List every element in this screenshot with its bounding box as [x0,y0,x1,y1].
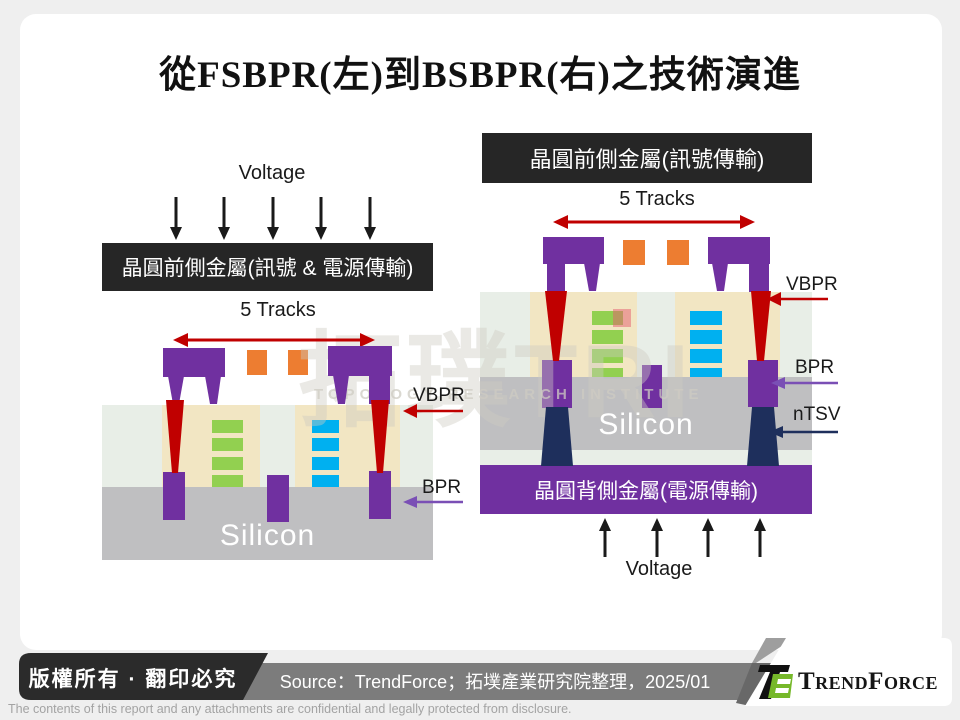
fsbpr-front-metal-label: 晶圓前側金屬(訊號 & 電源傳輸) [121,257,414,280]
bsbpr-front-metal-box: 晶圓前側金屬(訊號傳輸) [482,133,812,183]
bsbpr-bpr-rail [642,365,662,408]
fsbpr-blue-fin [312,475,339,487]
footer-dark-wedge [736,663,772,706]
watermark-pink-square [613,309,631,327]
fsbpr-bpr-label: BPR [422,477,462,498]
bsbpr-green-fin [592,349,623,363]
trendforce-brand-label: TrendForce [798,668,938,695]
bsbpr-back-metal-bar: 晶圓背側金屬(電源傳輸) [480,465,812,514]
fsbpr-gate-square [247,350,267,375]
bsbpr-blue-fin [690,311,722,325]
fsbpr-tracks-label: 5 Tracks [240,299,316,321]
page-title: 從FSBPR(左)到BSBPR(右)之技術演進 [159,55,801,96]
fsbpr-bpr-rail [267,475,289,522]
bsbpr-voltage-label: Voltage [625,558,693,580]
bsbpr-silicon-label: Silicon [598,408,694,441]
bsbpr-blue-fin [690,368,722,377]
fsbpr-green-fin [212,420,243,433]
bsbpr-bpr-rail [748,360,778,407]
fsbpr-green-fin [212,457,243,470]
trendforce-logo-icon [758,665,793,699]
fsbpr-silicon-label: Silicon [219,519,316,552]
fsbpr-gate-square [288,350,308,375]
fsbpr-blue-fin [312,457,339,470]
fsbpr-blue-fin [312,438,339,451]
footer-source-label: Source：TrendForce；拓墣產業研究院整理，2025/01 [279,672,711,692]
fsbpr-green-fin [212,438,243,451]
fsbpr-blue-fin [312,420,339,433]
fsbpr-bpr-rail [163,472,185,520]
bsbpr-tracks-label: 5 Tracks [619,188,695,210]
watermark-subtitle: TOPOLOGY RESEARCH INSTITUTE [314,386,704,403]
footer-copyright-label: 版權所有 · 翻印必究 [28,668,238,691]
bsbpr-blue-fin [690,330,722,344]
fsbpr-bpr-rail [369,471,391,519]
bsbpr-ntsv-label: nTSV [793,404,841,425]
fsbpr-front-metal-box: 晶圓前側金屬(訊號 & 電源傳輸) [102,243,433,291]
fsbpr-voltage-label: Voltage [238,162,306,184]
bsbpr-back-metal-label: 晶圓背側金屬(電源傳輸) [534,479,758,503]
bsbpr-blue-fin [690,349,722,363]
bsbpr-vbpr-label: VBPR [786,274,838,295]
bsbpr-bpr-label: BPR [795,357,835,378]
footer-disclaimer: The contents of this report and any atta… [8,702,572,716]
bsbpr-green-fin [592,330,623,344]
bsbpr-green-fin [592,368,623,377]
bsbpr-front-metal-label: 晶圓前側金屬(訊號傳輸) [529,147,765,172]
bsbpr-gate-square [667,240,689,265]
bsbpr-gate-square [623,240,645,265]
fsbpr-green-fin [212,475,243,487]
fsbpr-vbpr-label: VBPR [413,385,465,406]
bsbpr-bpr-rail [542,360,572,408]
